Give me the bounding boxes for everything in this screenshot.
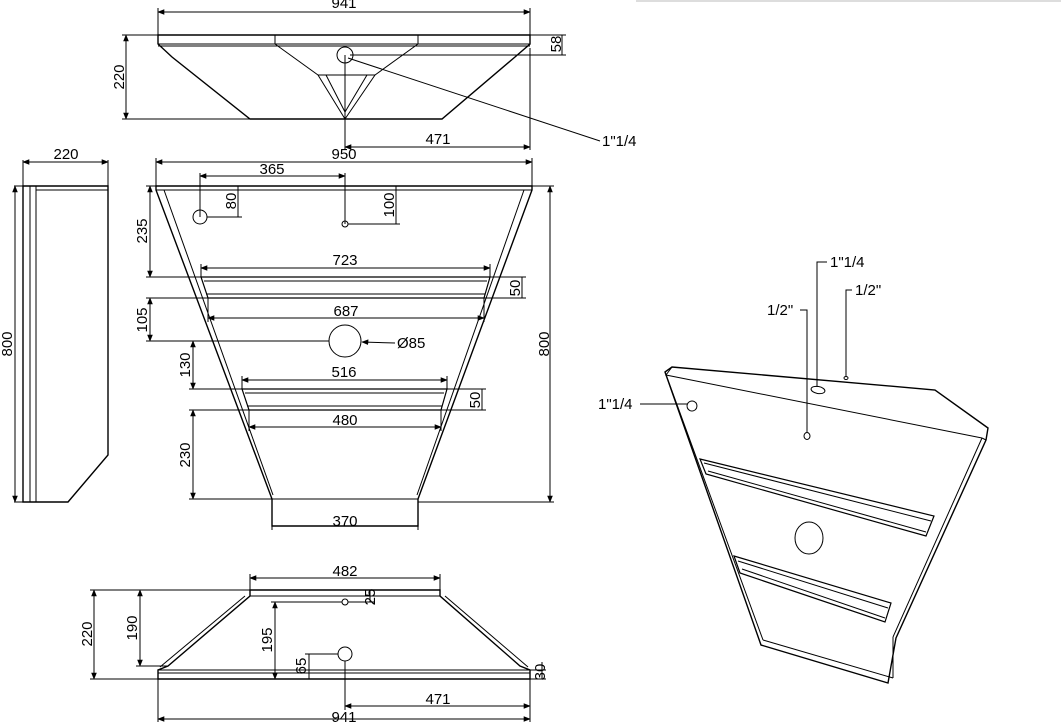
- front-hole-offset-label: 365: [259, 161, 284, 178]
- bottom-drain-offset-dimension: 65: [293, 653, 338, 679]
- top-rim-dimension: 58: [350, 34, 566, 56]
- bottom-drain-depth-dimension: 195: [259, 601, 342, 680]
- iso-shelf-lower: [733, 555, 892, 623]
- front-shelf1-bottom-label: 687: [333, 303, 358, 320]
- side-width-label: 220: [53, 146, 78, 163]
- front-bottom-gap-label: 230: [177, 442, 194, 467]
- front-shelf1-top-dimension: 723: [200, 252, 491, 277]
- front-shelf2-height-label: 50: [467, 392, 484, 409]
- front-shelf1-top-label: 723: [332, 252, 357, 269]
- front-shelf2-top-dimension: 516: [241, 364, 448, 389]
- front-hole-center-label: 100: [381, 192, 398, 217]
- front-bottom-width-label: 370: [332, 513, 357, 530]
- front-top-gap-dimension: 235: [134, 185, 201, 278]
- bottom-depth-label: 220: [79, 621, 96, 646]
- front-hole-offset-dimension: 365: [199, 161, 346, 224]
- top-offset-dimension: 471: [344, 48, 531, 150]
- iso-callout-side: 1"1/4: [598, 396, 687, 413]
- top-depth-label: 220: [111, 64, 128, 89]
- front-height-dimension: 800: [418, 185, 554, 503]
- side-view: 220 800: [0, 146, 109, 503]
- front-shelf2-height-dimension: 50: [441, 388, 486, 411]
- iso-callout-side-label: 1"1/4: [598, 396, 633, 413]
- front-gap1-dimension: 105: [134, 297, 329, 342]
- bottom-rim-label: 30: [532, 664, 549, 681]
- top-pipe-callout: 1"1/4: [347, 57, 637, 150]
- bottom-top-rim-label: 25: [362, 589, 379, 606]
- bottom-width-dimension: 941: [157, 679, 531, 726]
- top-depth-dimension: 220: [111, 34, 250, 120]
- front-view-outline: [155, 185, 533, 527]
- top-view: 941 220 58 471 1"1/4: [111, 0, 637, 150]
- top-pipe-callout-label: 1"1/4: [602, 133, 637, 150]
- top-rim-label: 58: [548, 36, 565, 53]
- side-width-dimension: 220: [22, 146, 109, 186]
- bottom-drain-offset-label: 65: [293, 658, 310, 675]
- front-gap2-label: 130: [177, 352, 194, 377]
- side-height-label: 800: [0, 331, 16, 356]
- top-width-dimension: 941: [157, 0, 531, 35]
- iso-callout-left-half-label: 1/2": [767, 302, 793, 319]
- top-width-label: 941: [331, 0, 356, 12]
- front-hole-left-label: 80: [223, 193, 240, 210]
- front-gap2-dimension: 130: [177, 340, 242, 390]
- bottom-width-label: 941: [331, 709, 356, 726]
- top-view-outline: [157, 34, 531, 120]
- front-top-gap-label: 235: [134, 218, 151, 243]
- bottom-view-outline: [157, 589, 531, 680]
- iso-callout-top-center: 1"1/4: [816, 254, 865, 387]
- front-shelf1-height-label: 50: [507, 280, 524, 297]
- front-hole-center-dimension: 100: [348, 186, 400, 225]
- iso-callout-right-half-label: 1/2": [855, 282, 881, 299]
- bottom-top-width-dimension: 482: [249, 563, 441, 590]
- bottom-inner-depth-label: 190: [124, 615, 141, 640]
- front-shelf-upper: [200, 276, 491, 299]
- bottom-depth-dimension: 220: [79, 589, 250, 680]
- front-bottom-gap-dimension: 230: [177, 409, 272, 500]
- isometric-view: 1"1/4 1/2" 1/2" 1"1/4: [598, 254, 989, 684]
- bottom-top-width-label: 482: [332, 563, 357, 580]
- front-shelf2-bottom-dimension: 480: [248, 410, 442, 431]
- bottom-inner-depth-dimension: 190: [124, 589, 168, 667]
- iso-callout-right-half: 1/2": [845, 282, 881, 376]
- front-width-dimension: 950: [155, 146, 533, 186]
- front-shelf1-height-dimension: 50: [484, 276, 526, 299]
- front-gap1-label: 105: [134, 307, 151, 332]
- front-drain-label: Ø85: [397, 335, 425, 352]
- iso-shelf-upper: [699, 458, 935, 537]
- front-view: 950 365 80 100 235: [134, 146, 554, 530]
- bottom-view: 482 25 220 190 195: [79, 563, 549, 726]
- front-shelf-lower: [241, 388, 448, 411]
- front-drain-callout: Ø85: [361, 335, 425, 352]
- bottom-rim-dimension: 30: [530, 662, 549, 680]
- iso-body: [664, 366, 989, 684]
- front-height-label: 800: [536, 331, 553, 356]
- front-hole-left-dimension: 80: [207, 186, 242, 218]
- iso-callout-top-center-label: 1"1/4: [830, 254, 865, 271]
- iso-callout-left-half: 1/2": [767, 302, 808, 432]
- front-width-label: 950: [331, 146, 356, 163]
- front-shelf2-bottom-label: 480: [332, 412, 357, 429]
- bottom-drain-depth-label: 195: [259, 627, 276, 652]
- top-offset-label: 471: [425, 131, 450, 148]
- bottom-offset-dimension: 471: [344, 661, 531, 722]
- front-bottom-width-dimension: 370: [271, 513, 419, 530]
- side-height-dimension: 800: [0, 185, 18, 503]
- bottom-offset-label: 471: [425, 691, 450, 708]
- front-shelf2-top-label: 516: [331, 364, 356, 381]
- bottom-top-rim-dimension: 25: [348, 589, 379, 606]
- front-shelf1-bottom-dimension: 687: [207, 298, 485, 322]
